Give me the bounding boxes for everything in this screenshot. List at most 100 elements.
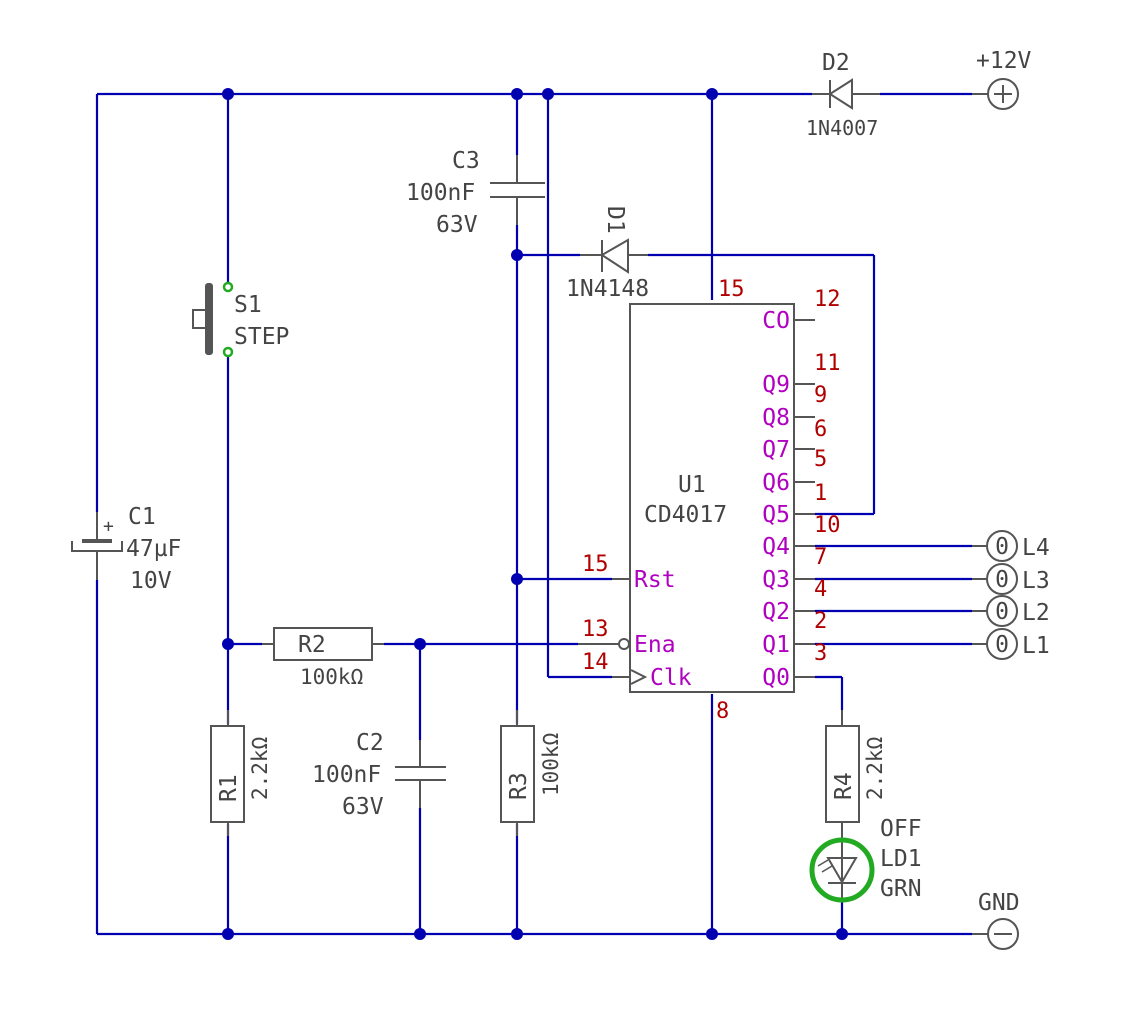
c3-ref: C3 [452,148,480,174]
pin-q0[interactable]: Q03 [762,641,827,691]
pin-q8[interactable]: Q8 9 [762,383,827,431]
pin-ena[interactable]: Ena 13 [578,617,676,658]
pin-number-vss: 8 [716,699,729,724]
capacitor-c2[interactable]: C2 100nF 63V [312,730,446,820]
c3-value: 100nF [406,180,475,206]
switch-pin [222,346,234,358]
junction [222,928,234,940]
logic-probe-icon [986,530,1018,562]
pin-q5[interactable]: Q51 [762,481,827,528]
r1-ref: R1 [216,774,242,802]
u1-ref: U1 [678,472,706,498]
pin-name: Q1 [762,632,790,658]
s1-value: STEP [234,324,289,350]
r4-value: 2.2kΩ [863,737,887,800]
resistor-r3[interactable]: R3 100kΩ [500,710,563,836]
pin-name: Q4 [762,534,790,560]
resistor-r1[interactable]: R1 2.2kΩ [210,710,272,836]
resistor-r4[interactable]: R4 2.2kΩ [825,710,887,840]
resistor-body [825,725,860,823]
pin-number: 6 [814,417,827,442]
junction [222,88,234,100]
r3-ref: R3 [506,772,532,800]
pin-name: Rst [634,567,676,593]
logic-probe-icon [986,595,1018,627]
junction [511,88,523,100]
pin-q2[interactable]: Q24 [762,577,827,625]
c1-voltage: 10V [130,568,172,594]
capacitor-c3[interactable]: C3 100nF 63V [406,148,545,238]
diode-triangle [828,78,853,110]
switch-s1[interactable]: S1 STEP [192,281,289,358]
pin-name: Q6 [762,470,790,496]
r2-ref: R2 [298,632,326,658]
diode-d2[interactable]: D2 1N4007 [806,50,880,140]
pin-clk[interactable]: Clk 14 [582,650,692,691]
pin-name: Q3 [762,567,790,593]
pin-name: Q7 [762,437,790,463]
junction [222,638,234,650]
pin-q3[interactable]: Q37 [762,545,827,593]
light-emission-icon [817,859,833,873]
c1-value: 47µF [126,536,181,562]
output-state: 0 [995,632,1009,658]
c2-ref: C2 [356,730,384,756]
d1-ref: D1 [602,206,628,234]
pin-name: Q8 [762,405,790,431]
logic-probe-icon [986,628,1018,660]
clock-triangle [630,669,648,685]
pin-q6[interactable]: Q65 [762,447,827,496]
pin-rst[interactable]: Rst 15 [582,552,676,593]
pin-q1[interactable]: Q1 2 [762,609,827,658]
junction [542,88,554,100]
power-gnd[interactable]: GND [972,890,1020,950]
gnd-label: GND [978,890,1020,916]
pin-number: 9 [814,383,827,408]
junction [706,88,718,100]
pin-number: 15 [582,552,609,577]
resistor-r2[interactable]: R2 100kΩ [262,627,384,689]
resistor-body [210,725,245,823]
output-state: 0 [995,599,1009,625]
led-state-ring [809,837,875,903]
r4-ref: R4 [831,772,857,800]
c2-value: 100nF [312,762,381,788]
c1-ref: C1 [128,504,156,530]
pin-number: 2 [814,609,827,634]
ic-u1[interactable]: U1 CD4017 15 8 Rst 15 Ena 13 Clk 14 CO12… [578,277,841,724]
vcc-label: +12V [976,48,1032,74]
u1-value: CD4017 [644,502,727,528]
pin-q7[interactable]: Q7 6 [762,417,827,463]
pin-number: 14 [582,650,609,675]
junction [511,573,523,585]
ld1-state: OFF [880,816,922,842]
ld1-value: GRN [880,876,922,902]
ld1-ref: LD1 [880,846,922,872]
resistor-body [500,725,535,823]
pin-name: Q5 [762,502,790,528]
diode-d1[interactable]: D1 1N4148 [566,206,649,302]
wires [95,92,972,936]
plus-icon [987,78,1019,110]
d1-value: 1N4148 [566,276,649,302]
inversion-bubble [618,638,630,650]
led-ld1[interactable]: OFF LD1 GRN [809,816,922,903]
output-state: 0 [995,567,1009,593]
pin-number: 13 [582,617,609,642]
pin-name: Q2 [762,599,790,625]
s1-ref: S1 [234,292,262,318]
capacitor-c1[interactable]: + C1 47µF 10V [71,504,181,594]
pin-number: 12 [814,287,841,312]
resistor-body [273,627,373,661]
power-vcc[interactable]: +12V [972,48,1032,110]
c3-voltage: 63V [436,212,478,238]
